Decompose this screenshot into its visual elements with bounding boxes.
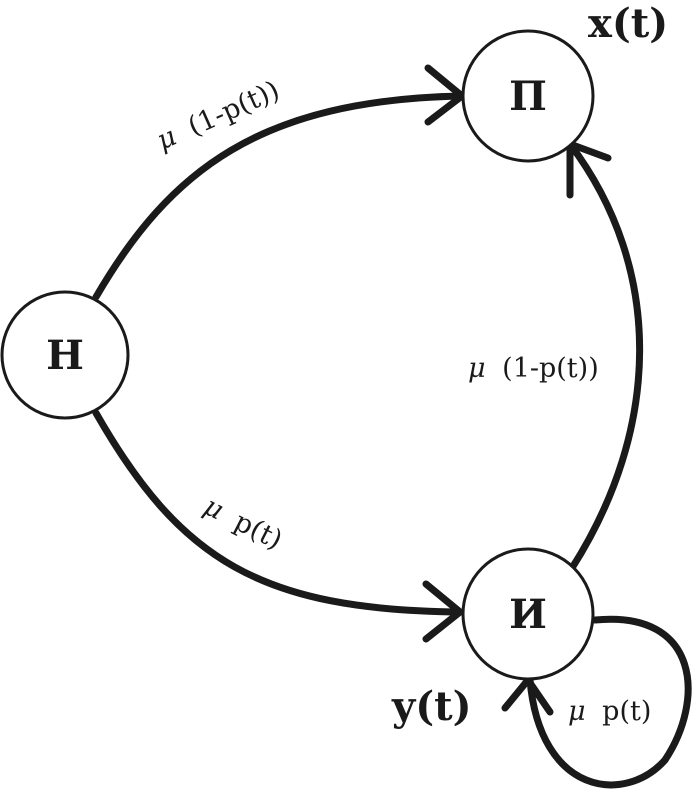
node-h-circle <box>0 290 130 420</box>
node-i-label: И <box>509 591 547 638</box>
x-variable-label: x(t) <box>588 0 668 47</box>
edge-label-i-self-mu: μ <box>568 696 586 727</box>
edge-label-i-to-p-mu: μ <box>468 353 486 384</box>
node-i-circle <box>461 547 595 681</box>
edge-h-to-i <box>92 409 464 616</box>
y-variable-label: y(t) <box>391 683 472 730</box>
edge-label-i-to-p-rate: (1-p(t)) <box>502 353 599 384</box>
arrowhead-h-to-i <box>422 580 464 643</box>
arrowhead-i-self-loop <box>501 676 554 716</box>
edge-label-i-self: μ p(t) <box>568 696 651 727</box>
edge-label-h-to-p: μ (1-p(t)) <box>152 75 284 156</box>
node-p-label: П <box>509 73 547 120</box>
edge-i-self-loop <box>526 615 692 789</box>
edge-label-h-to-i: μ p(t) <box>199 491 287 556</box>
edge-label-h-to-i-mu: μ <box>199 491 229 527</box>
edge-label-h-to-i-rate: p(t) <box>229 506 287 556</box>
edge-label-i-to-p: μ (1-p(t)) <box>468 353 599 384</box>
edge-label-h-to-p-mu: μ <box>152 121 181 156</box>
edge-label-i-self-rate: p(t) <box>602 696 651 727</box>
edge-i-to-p <box>566 140 644 572</box>
node-p-circle <box>461 29 595 163</box>
node-h-label: Н <box>46 332 84 379</box>
edge-h-to-p <box>92 92 466 301</box>
